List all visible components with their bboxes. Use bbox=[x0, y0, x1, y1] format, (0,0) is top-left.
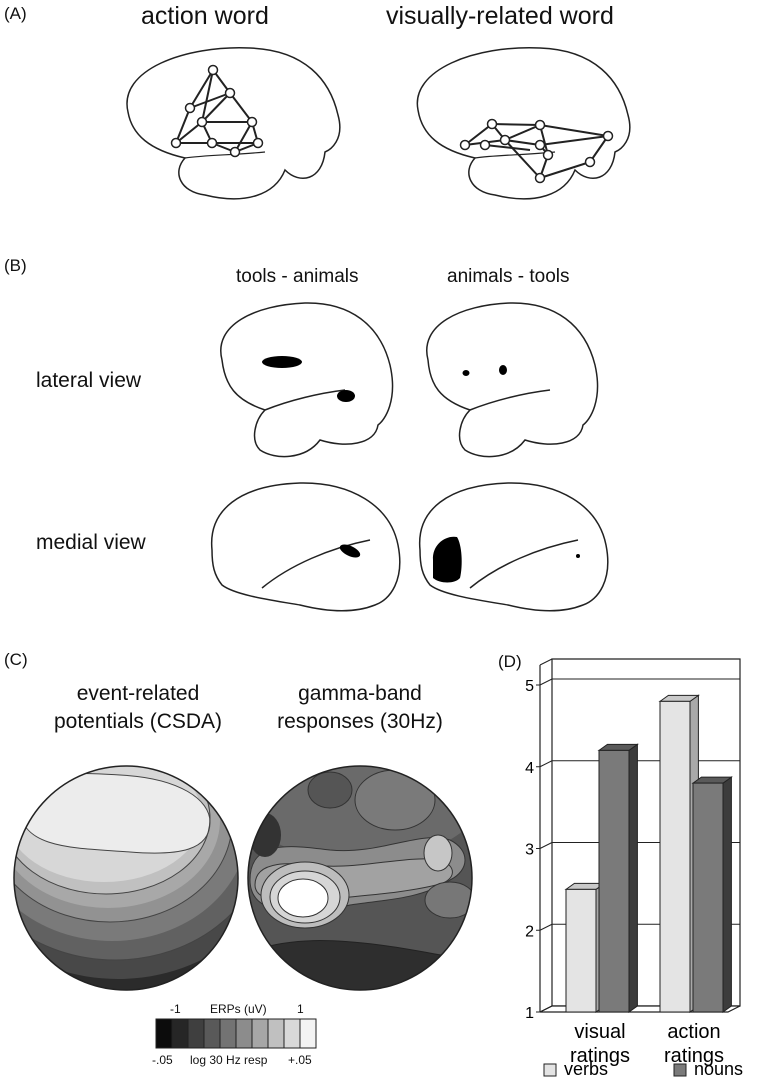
y-tick-label: 5 bbox=[525, 678, 534, 695]
bar-side bbox=[722, 776, 732, 1013]
activation-blob bbox=[576, 554, 580, 558]
activation-blob bbox=[499, 365, 507, 375]
y-tick-label: 4 bbox=[525, 760, 534, 777]
brain-medial-animals-tools bbox=[418, 482, 609, 612]
panel-a-letter: (A) bbox=[4, 4, 27, 23]
x-category-label: action bbox=[667, 1021, 720, 1043]
bar-nouns-0 bbox=[598, 749, 630, 1013]
y-tick-label: 3 bbox=[525, 842, 534, 859]
bar-nouns-1 bbox=[692, 782, 724, 1013]
row-lateral-view: lateral view bbox=[36, 369, 142, 392]
heading-visually-related-word: visually-related word bbox=[386, 2, 614, 30]
activation-blob bbox=[432, 536, 462, 583]
activation-blob bbox=[262, 356, 302, 368]
colorbar-top-max: 1 bbox=[297, 1002, 304, 1016]
x-category-label: ratings bbox=[570, 1045, 630, 1067]
column-tools-animals: tools - animals bbox=[236, 266, 359, 287]
brain-outline-action bbox=[126, 47, 341, 200]
gridline bbox=[539, 678, 553, 686]
activation-blob bbox=[339, 544, 361, 558]
brain-lateral-tools-animals bbox=[220, 302, 394, 458]
brain-medial-tools-animals bbox=[210, 482, 401, 612]
panel-a-brains bbox=[126, 47, 631, 200]
colorbar-cell bbox=[299, 1018, 317, 1049]
column-animals-tools: animals - tools bbox=[447, 266, 570, 287]
brain-lateral-animals-tools bbox=[426, 302, 599, 458]
legend-swatch-verbs bbox=[543, 1063, 557, 1077]
y-tick-label: 1 bbox=[525, 1005, 534, 1022]
gridline bbox=[539, 923, 553, 931]
colorbar-bottom-label: log 30 Hz resp bbox=[190, 1053, 268, 1067]
colorbar-bottom-min: -.05 bbox=[152, 1053, 173, 1067]
gridline bbox=[539, 760, 553, 768]
gridline bbox=[539, 1005, 553, 1013]
heading-action-word: action word bbox=[141, 2, 269, 30]
row-medial-view: medial view bbox=[36, 531, 146, 554]
bar-verbs-0 bbox=[565, 888, 597, 1013]
network-visual bbox=[464, 123, 609, 179]
network-visual-nodes bbox=[459, 118, 614, 184]
legend-label-verbs: verbs bbox=[564, 1059, 608, 1079]
activation-blob bbox=[337, 390, 355, 402]
activation-blob bbox=[462, 370, 470, 376]
panel-c-letter: (C) bbox=[4, 650, 28, 669]
gridline bbox=[539, 842, 553, 849]
x-category-label: ratings bbox=[664, 1045, 724, 1067]
colorbar-top-min: -1 bbox=[170, 1002, 181, 1016]
panel-b-brains bbox=[210, 302, 609, 612]
legend-label-nouns: nouns bbox=[694, 1059, 743, 1079]
bar-verbs-1 bbox=[659, 700, 691, 1013]
bar-side bbox=[628, 743, 638, 1013]
x-category-label: visual bbox=[574, 1021, 625, 1043]
network-action-nodes bbox=[170, 64, 264, 158]
colorbar-bottom-max: +.05 bbox=[288, 1053, 312, 1067]
brain-outline-visual bbox=[416, 47, 631, 200]
legend-swatch-nouns bbox=[673, 1063, 687, 1077]
colorbar-top-label: ERPs (uV) bbox=[210, 1002, 267, 1016]
colorbar bbox=[155, 1018, 317, 1049]
y-tick-label: 2 bbox=[525, 923, 534, 940]
panel-b-letter: (B) bbox=[4, 256, 27, 275]
panel-d-letter: (D) bbox=[498, 652, 522, 671]
